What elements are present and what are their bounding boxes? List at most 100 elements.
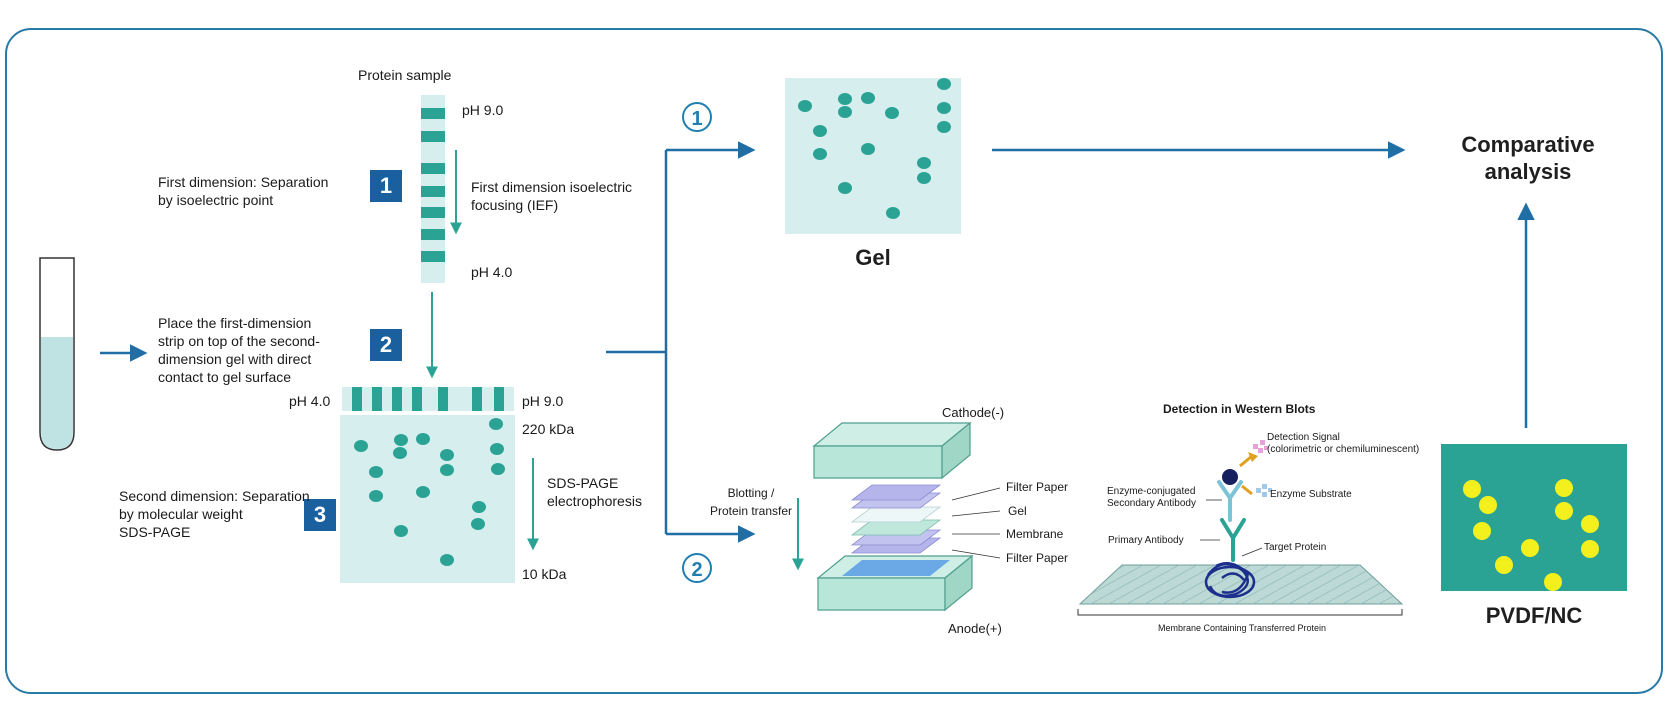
step-3-badge: 3 <box>304 499 336 531</box>
ief-band <box>421 131 445 142</box>
gel-spot <box>885 107 899 119</box>
detection-title: Detection in Western Blots <box>1163 402 1316 416</box>
branch-connector <box>606 141 756 543</box>
branch-2-badge: 2 <box>682 553 712 583</box>
gel-spot <box>838 93 852 105</box>
blotting-stack <box>812 421 1001 612</box>
protein-spot <box>471 518 485 530</box>
ief-band <box>421 251 445 262</box>
blotting-label: Blotting / Protein transfer <box>709 486 793 518</box>
cathode-label: Cathode(-) <box>942 405 1005 420</box>
enzyme-substrate-label: Enzyme Substrate <box>1270 489 1352 500</box>
gel-spot <box>798 100 812 112</box>
sds-gel <box>340 415 515 583</box>
primary-antibody-label: Primary Antibody <box>1108 535 1184 546</box>
protein-spot <box>489 418 503 430</box>
gel-spot <box>813 125 827 137</box>
kda-top-label: 220 kDa <box>522 421 575 437</box>
gel-spot <box>917 157 931 169</box>
membrane-caption: Membrane Containing Transferred Protein <box>1157 623 1327 633</box>
detection-illustration <box>1077 440 1404 616</box>
membrane-spot <box>1581 540 1599 558</box>
step-1-badge: 1 <box>370 170 402 202</box>
detection-signal-label: Detection Signal (colorimetric or chemil… <box>1267 432 1420 455</box>
step-2-badge: 2 <box>370 329 402 361</box>
anode-label: Anode(+) <box>948 621 1002 636</box>
ief-ph-bottom-label: pH 4.0 <box>471 264 513 280</box>
protein-sample-label: Protein sample <box>358 67 452 83</box>
ief-ph-top-label: pH 9.0 <box>462 102 504 118</box>
step-1-description: First dimension: Separation by isoelectr… <box>158 174 329 208</box>
pvdf-membrane <box>1441 444 1627 591</box>
protein-spot <box>394 434 408 446</box>
membrane-spot <box>1544 573 1562 591</box>
membrane-spot <box>1555 479 1573 497</box>
membrane-spot <box>1555 502 1573 520</box>
kda-bottom-label: 10 kDa <box>522 566 567 582</box>
strip-band <box>352 387 362 411</box>
membrane-spot <box>1495 556 1513 574</box>
ief-strip <box>421 95 445 283</box>
gel-label: Gel <box>855 245 891 270</box>
gel-spot <box>917 172 931 184</box>
membrane-spot <box>1581 515 1599 533</box>
result-gel <box>785 78 961 234</box>
protein-spot <box>491 463 505 475</box>
layer-membrane: Membrane <box>1006 527 1064 541</box>
ief-band <box>421 108 445 119</box>
test-tube <box>39 257 75 451</box>
protein-spot <box>440 449 454 461</box>
horizontal-strip <box>342 387 514 411</box>
layer-filter-paper-top: Filter Paper <box>1006 480 1069 494</box>
sds-arrow-label: SDS-PAGE electrophoresis <box>547 475 642 509</box>
gel-spot <box>861 92 875 104</box>
strip-ph-left-label: pH 4.0 <box>289 393 331 409</box>
protein-spot <box>394 525 408 537</box>
strip-band <box>372 387 382 411</box>
pvdf-nc-label: PVDF/NC <box>1485 603 1583 628</box>
target-protein-label: Target Protein <box>1264 542 1327 553</box>
gel-spot <box>838 182 852 194</box>
protein-spot <box>472 501 486 513</box>
ief-arrow-label: First dimension isoelectric focusing (IE… <box>471 179 633 213</box>
ief-bands <box>421 108 445 262</box>
strip-band <box>412 387 422 411</box>
gel-spot <box>861 143 875 155</box>
gel-spot <box>937 102 951 114</box>
strip-band <box>392 387 402 411</box>
membrane-spot <box>1521 539 1539 557</box>
protein-spot <box>490 443 504 455</box>
protein-spot <box>369 490 383 502</box>
branch-1-badge: 1 <box>682 102 712 132</box>
step-3-description: Second dimension: Separation by molecula… <box>119 488 310 540</box>
membrane-spot <box>1463 480 1481 498</box>
layer-filter-paper-bottom: Filter Paper <box>1006 551 1069 565</box>
gel-spot <box>937 121 951 133</box>
diagram-frame <box>5 28 1663 694</box>
gel-spot <box>886 207 900 219</box>
secondary-antibody-label: Enzyme-conjugated Secondary Antibody <box>1107 486 1196 509</box>
gel-spot <box>937 78 951 90</box>
strip-ph-right-label: pH 9.0 <box>522 393 564 409</box>
layer-gel: Gel <box>1008 504 1027 518</box>
membrane-spot <box>1479 496 1497 514</box>
ief-band <box>421 207 445 218</box>
membrane-spot <box>1473 522 1491 540</box>
strip-band <box>472 387 482 411</box>
gel-spot <box>813 148 827 160</box>
gel-spot <box>838 106 852 118</box>
protein-spot <box>416 433 430 445</box>
ief-band <box>421 186 445 197</box>
ief-band <box>421 229 445 240</box>
ief-band <box>421 163 445 174</box>
protein-spot <box>369 466 383 478</box>
strip-band <box>494 387 504 411</box>
comparative-analysis-label: Comparative analysis <box>1461 132 1595 184</box>
step-2-description: Place the first-dimension strip on top o… <box>158 315 320 385</box>
protein-spot <box>440 464 454 476</box>
protein-spot <box>440 554 454 566</box>
protein-spot <box>416 486 430 498</box>
protein-spot <box>354 440 368 452</box>
